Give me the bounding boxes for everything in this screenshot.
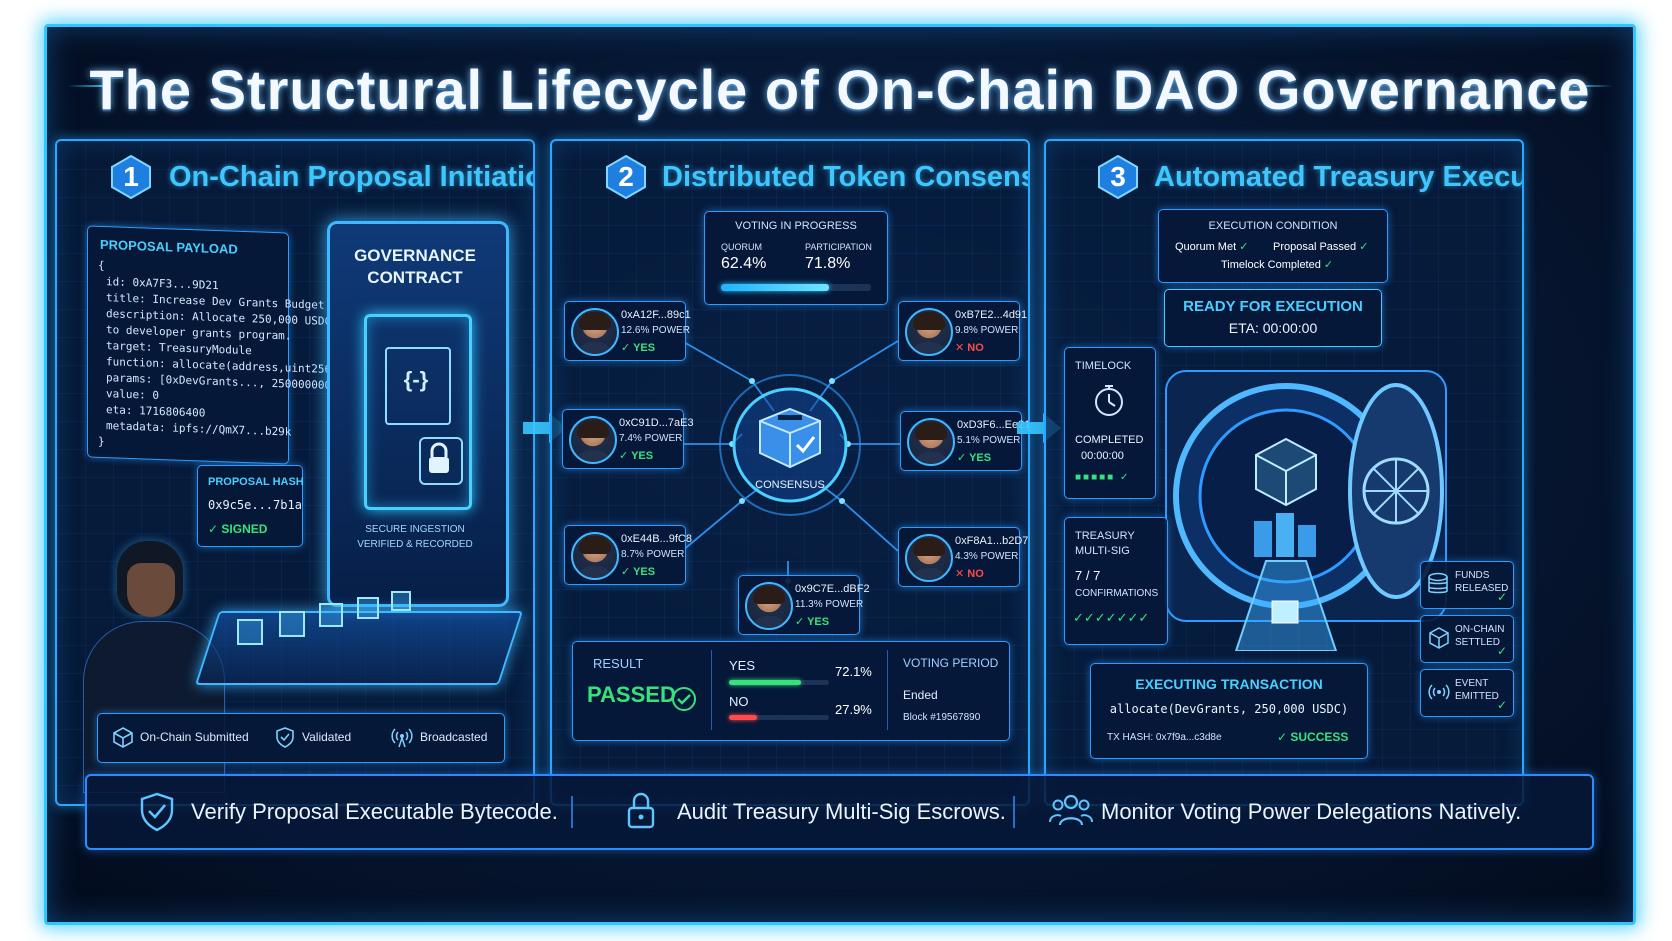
avatar — [907, 418, 955, 466]
data-block-icon — [319, 603, 343, 627]
shield-check-icon — [274, 726, 296, 753]
padlock-icon — [625, 790, 657, 835]
footer-bar: Verify Proposal Executable Bytecode. Aud… — [85, 774, 1594, 850]
data-block-icon — [357, 597, 379, 619]
signed-badge: ✓ SIGNED — [208, 522, 268, 536]
voter-card: 0xB7E2...4d91 9.8% POWER ✕ NO — [898, 301, 1027, 361]
proposal-status-strip: On-Chain Submitted Validated Broadcasted — [97, 713, 505, 763]
yes-bar — [729, 680, 829, 685]
shield-check-icon — [139, 792, 175, 837]
avatar — [905, 308, 953, 356]
participation-value: 71.8% — [805, 255, 851, 272]
check-icon: ✓ — [1497, 644, 1508, 658]
coin-stack-icon — [1427, 572, 1449, 601]
on-chain-settled-card: ON-CHAIN SETTLED ✓ — [1420, 615, 1514, 663]
cube-network-icon — [1427, 626, 1451, 655]
data-block-icon — [237, 619, 263, 645]
voting-progress-card: VOTING IN PROGRESS QUORUM 62.4% PARTICIP… — [704, 211, 888, 305]
step-badge-3: 3 — [1096, 155, 1140, 199]
voter-card: 0xA12F...89c1 12.6% POWER ✓ YES — [564, 301, 691, 361]
signal-icon — [1427, 681, 1451, 708]
avatar — [905, 534, 953, 582]
operator-illustration — [77, 541, 227, 793]
voter-card: 0x9C7E...dBF2 11.3% POWER ✓ YES — [738, 575, 870, 635]
payload-heading: PROPOSAL PAYLOAD — [100, 236, 238, 257]
proposal-payload-card: PROPOSAL PAYLOAD { id: 0xA7F3...9D21 tit… — [87, 225, 338, 465]
panel-title-1: On-Chain Proposal Initiation — [169, 161, 535, 193]
result-status: PASSED — [587, 682, 676, 707]
data-block-icon — [279, 611, 305, 637]
no-bar — [729, 715, 829, 720]
no-percent: 27.9% — [835, 702, 872, 717]
treasury-multisig-card: TREASURY MULTI-SIG 7 / 7 CONFIRMATIONS ✓… — [1064, 517, 1168, 645]
voter-card: 0xF8A1...b2D7 4.3% POWER ✕ NO — [898, 527, 1028, 587]
executing-transaction-card: EXECUTING TRANSACTION allocate(DevGrants… — [1090, 663, 1368, 759]
transaction-call: allocate(DevGrants, 250,000 USDC) — [1109, 702, 1349, 716]
contract-document-slot: {-} — [364, 314, 472, 510]
check-icon: ✓ — [1497, 590, 1508, 604]
timelock-progress-dots: ■■■■■ ✓ — [1075, 472, 1131, 483]
consensus-label: CONSENSUS — [755, 479, 825, 491]
avatar — [571, 532, 619, 580]
confirmation-count: 7 / 7 — [1075, 568, 1101, 583]
voter-card: 0xC91D...7aE3 7.4% POWER ✓ YES — [562, 409, 694, 469]
voting-result-card: RESULT PASSED YES 72.1% NO 27.9% VOTING … — [572, 641, 1010, 741]
panel-title-2: Distributed Token Consensus — [662, 161, 1030, 193]
voter-card: 0xE44B...9fC8 8.7% POWER ✓ YES — [564, 525, 692, 585]
avatar — [569, 416, 617, 464]
transaction-hash: TX HASH: 0x7f9a...c3d8e — [1107, 732, 1222, 743]
avatar — [745, 582, 793, 630]
event-emitted-card: EVENT EMITTED ✓ — [1420, 669, 1514, 717]
success-badge: ✓ SUCCESS — [1277, 730, 1349, 744]
footer-item-monitor: Monitor Voting Power Delegations Nativel… — [1101, 799, 1522, 824]
footer-item-verify: Verify Proposal Executable Bytecode. — [191, 799, 558, 824]
cube-icon — [112, 726, 134, 753]
padlock-icon — [419, 437, 463, 485]
step-badge-2: 2 — [604, 155, 648, 199]
ready-for-execution-card: READY FOR EXECUTION ETA: 00:00:00 — [1164, 289, 1382, 347]
timelock-card: TIMELOCK COMPLETED 00:00:00 ■■■■■ ✓ — [1064, 347, 1156, 499]
panel-treasury-execution: 3 Automated Treasury Execution EXECUTION… — [1044, 139, 1524, 806]
broadcast-icon — [390, 726, 414, 753]
quorum-value: 62.4% — [721, 255, 767, 272]
funds-released-card: FUNDS RELEASED ✓ — [1420, 561, 1514, 609]
panel-title-3: Automated Treasury Execution — [1154, 161, 1522, 193]
voter-card: 0xD3F6...Ee21 5.1% POWER ✓ YES — [900, 411, 1028, 471]
panel-proposal-initiation: 1 On-Chain Proposal Initiation PROPOSAL … — [55, 139, 535, 806]
data-block-icon — [391, 591, 411, 611]
document-icon — [385, 347, 451, 425]
title-accent-left — [67, 85, 107, 87]
yes-percent: 72.1% — [835, 664, 872, 679]
execution-condition-card: EXECUTION CONDITION Quorum Met ✓ Proposa… — [1158, 209, 1388, 283]
treasury-vault-illustration — [1156, 351, 1456, 652]
stopwatch-icon — [1091, 382, 1127, 423]
participation-bar — [721, 284, 871, 291]
page-title: The Structural Lifecycle of On-Chain DAO… — [89, 58, 1591, 121]
governance-contract: GOVERNANCE CONTRACT {-} SECURE INGESTION… — [327, 221, 509, 607]
confirmation-checks: ✓✓✓✓✓✓✓ — [1073, 610, 1150, 625]
avatar — [571, 308, 619, 356]
check-circle-icon — [671, 686, 697, 717]
step-badge-1: 1 — [109, 155, 153, 199]
infographic-frame: The Structural Lifecycle of On-Chain DAO… — [44, 24, 1636, 925]
proposal-hash-card: PROPOSAL HASH 0x9c5e...7b1a ✓ SIGNED — [197, 465, 304, 547]
panel-token-consensus: 2 Distributed Token Consensus VOTING IN … — [550, 139, 1030, 806]
users-icon — [1049, 792, 1093, 833]
check-icon: ✓ — [1497, 698, 1508, 712]
ballot-box-icon — [750, 403, 830, 473]
footer-item-audit: Audit Treasury Multi-Sig Escrows. — [677, 799, 1006, 824]
